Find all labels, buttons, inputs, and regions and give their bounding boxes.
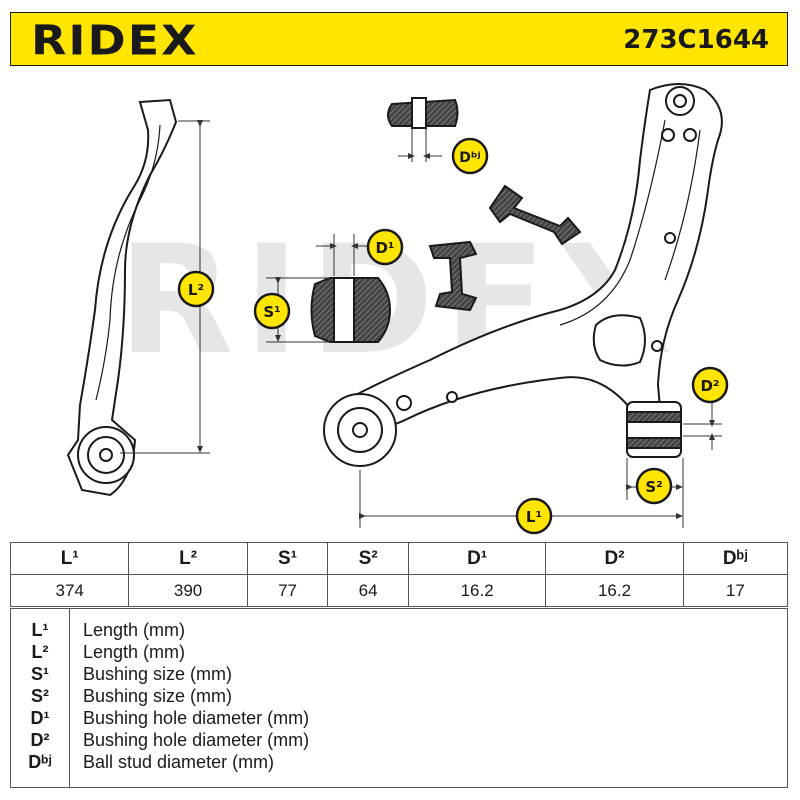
legend-symbol: S¹: [31, 664, 49, 684]
legend-symbol: Dᵇʲ: [28, 752, 52, 772]
legend-text: Ball stud diameter (mm): [83, 752, 275, 772]
badge-l2-text: L²: [188, 281, 204, 299]
header-bar: RIDEX 273C1644: [10, 12, 788, 66]
badge-d2: D²: [691, 366, 729, 404]
legend-text: Bushing size (mm): [83, 664, 233, 684]
legend-symbol: L¹: [31, 620, 49, 640]
header-dbj: Dᵇʲ: [682, 542, 789, 575]
badge-dbj-text: Dᵇʲ: [459, 150, 480, 166]
header-l2: L²: [128, 542, 248, 575]
badge-s1-text: S¹: [263, 303, 280, 321]
value-s2: 64: [327, 574, 409, 607]
spec-value-row: 374 390 77 64 16.2 16.2 17: [9, 574, 789, 607]
legend-symbol: L²: [31, 642, 49, 662]
arm-side-view: [66, 98, 178, 497]
header-s1: S¹: [246, 542, 329, 575]
value-d2: 16.2: [545, 574, 684, 607]
badge-s1: S¹: [253, 292, 291, 330]
legend-row-l2: L² Length (mm): [11, 641, 787, 663]
legend-row-s2: S² Bushing size (mm): [11, 685, 787, 707]
value-l2: 390: [128, 574, 248, 607]
header-l1: L¹: [9, 542, 130, 575]
legend-text: Bushing hole diameter (mm): [83, 730, 310, 750]
badge-dbj: Dᵇʲ: [451, 137, 489, 175]
legend-row-l1: L¹ Length (mm): [11, 619, 787, 641]
badge-l1-text: L¹: [526, 508, 542, 526]
badge-s2-text: S²: [645, 478, 662, 496]
value-s1: 77: [246, 574, 329, 607]
legend-row-s1: S¹ Bushing size (mm): [11, 663, 787, 685]
header-s2: S²: [327, 542, 409, 575]
badge-d1-text: D¹: [375, 239, 394, 257]
legend-text: Length (mm): [83, 642, 186, 662]
header-d2: D²: [545, 542, 684, 575]
header-d1: D¹: [407, 542, 547, 575]
value-dbj: 17: [682, 574, 789, 607]
cross-section-profiles: [428, 184, 582, 312]
badge-d1: D¹: [366, 228, 404, 266]
d1-s1-dimensions: [266, 234, 372, 343]
spec-header-row: L¹ L² S¹ S² D¹ D² Dᵇʲ: [9, 542, 789, 575]
legend-row-d2: D² Bushing hole diameter (mm): [11, 729, 787, 751]
ball-joint-section: [387, 97, 459, 129]
legend-divider: [69, 609, 70, 787]
badge-l2: L²: [177, 270, 215, 308]
value-l1: 374: [9, 574, 130, 607]
arm-top-view: [323, 83, 723, 467]
badge-d2-text: D²: [700, 377, 719, 395]
control-arm-diagram: RIDEX L²: [66, 83, 729, 535]
spec-table: L¹ L² S¹ S² D¹ D² Dᵇʲ 374 390 77 64 16.2…: [9, 542, 789, 607]
legend-text: Bushing hole diameter (mm): [83, 708, 310, 728]
brand-logo: RIDEX: [31, 15, 199, 65]
badge-s2: S²: [635, 467, 673, 505]
legend-symbol: D²: [30, 730, 50, 750]
legend-symbol: D¹: [30, 708, 50, 728]
value-d1: 16.2: [407, 574, 547, 607]
legend-symbol: S²: [31, 686, 49, 706]
front-bushing-section: [310, 277, 392, 343]
dbj-dimension: [398, 128, 442, 162]
rear-bushing: [626, 401, 682, 458]
badge-l1: L¹: [515, 497, 553, 535]
legend-row-d1: D¹ Bushing hole diameter (mm): [11, 707, 787, 729]
legend-text: Length (mm): [83, 620, 186, 640]
legend: L¹ Length (mm) L² Length (mm) S¹ Bushing…: [10, 608, 788, 788]
legend-text: Bushing size (mm): [83, 686, 233, 706]
legend-row-dbj: Dᵇʲ Ball stud diameter (mm): [11, 751, 787, 773]
part-number: 273C1644: [623, 25, 769, 55]
